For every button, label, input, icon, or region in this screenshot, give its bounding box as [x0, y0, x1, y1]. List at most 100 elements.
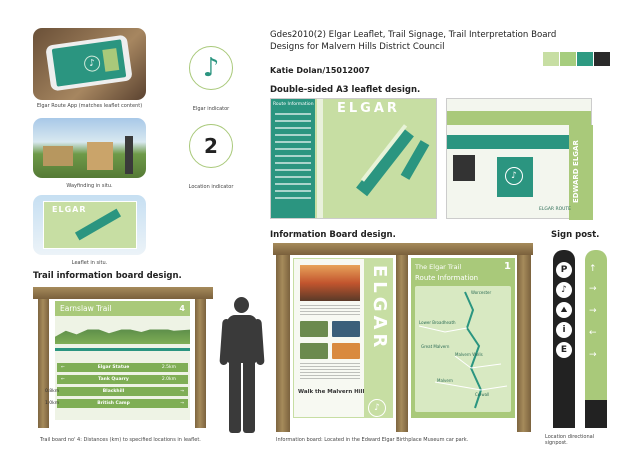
trail-row-label: Tank Quarry	[98, 377, 129, 382]
trail-board-panel: Earnslaw Trail 4 ← Elgar Statue 2.5km ← Tank…	[45, 301, 190, 420]
color-palette	[543, 52, 610, 66]
arrow-left-icon: ←	[589, 328, 597, 338]
arrow-right-icon-2: →	[589, 306, 597, 316]
swatch-green	[560, 52, 576, 66]
info-icon: i	[556, 322, 572, 338]
trail-board-number: 4	[179, 304, 185, 313]
thumb-4	[332, 343, 360, 359]
author: Katie Dolan/15012007	[270, 66, 370, 75]
leaflet-photo: ELGAR	[33, 195, 146, 255]
title-line-2: Designs for Malvern Hills District Counc…	[270, 42, 445, 52]
app-photo: ♪	[33, 28, 146, 100]
trail-board-top-beam	[33, 287, 213, 299]
page-title: Gdes2010(2) Elgar Leaflet, Trail Signage…	[270, 29, 615, 53]
person-silhouette	[219, 297, 265, 435]
trail-board-section-title: Trail information board design.	[33, 271, 182, 281]
map-place-label: Malvern	[437, 378, 453, 383]
info-board-right-panel: The Elgar Trail 1 Route Information Worc…	[411, 258, 515, 418]
trail-board-caption: Trail board no' 4: Distances (km) to spe…	[40, 437, 201, 443]
leaflet-photo-title: ELGAR	[52, 205, 87, 214]
trail-row: 0.8km Blackhill →	[45, 387, 188, 396]
thumb-1	[300, 321, 328, 337]
sign-post-caption-line-1: Location directional	[545, 434, 595, 440]
arrow-right-icon: →	[180, 389, 184, 394]
trail-board-right-post	[195, 299, 206, 428]
elgar-indicator-caption: Elgar indicator	[192, 106, 230, 112]
leaflet-front: Route Information ELGAR	[270, 98, 437, 219]
trail-row: ← Tank Quarry 2.0km	[57, 375, 188, 384]
trail-board-left-post	[38, 299, 49, 428]
wayfinding-photo	[33, 118, 146, 178]
walker-icon: ⛰	[556, 302, 572, 318]
music-note-sign-icon: ♪	[556, 282, 572, 298]
location-number: 2	[204, 134, 218, 158]
map-place-label: Worcester	[471, 290, 492, 295]
route-info-label: Route Information	[273, 102, 314, 107]
swatch-light-green	[543, 52, 559, 66]
leaflet-caption: Leaflet in situ.	[71, 260, 108, 266]
trail-row-prefix: 0.8km	[45, 389, 60, 394]
phone-mockup: ♪	[45, 34, 133, 92]
trail-row-distance: 2.5km	[161, 365, 176, 370]
info-board-left-music-icon: ♪	[368, 399, 386, 417]
info-board-middle-post	[396, 255, 408, 432]
swatch-teal	[577, 52, 593, 66]
leaflet-section-title: Double-sided A3 leaflet design.	[270, 85, 421, 95]
location-indicator: 2	[189, 124, 233, 168]
sign-post-section-title: Sign post.	[551, 230, 600, 240]
seat-icon: E	[556, 342, 572, 358]
music-note-icon: ♪	[202, 53, 220, 83]
map-place-label: Great Malvern	[421, 344, 450, 349]
map-place-label: Colwall	[475, 392, 490, 397]
info-board-vertical-title: ELGAR	[369, 265, 390, 352]
info-board-top-beam	[273, 243, 533, 255]
location-indicator-caption: Location indicator	[188, 184, 234, 190]
arrow-left-icon: ←	[61, 365, 65, 370]
info-board-section-title: Information Board design.	[270, 230, 396, 240]
trail-direction-rows: ← Elgar Statue 2.5km ← Tank Quarry 2.0km 0.8km…	[45, 363, 190, 408]
map-place-label: Lower Broadheath	[419, 320, 456, 325]
arrow-left-icon: ←	[61, 377, 65, 382]
trail-row-prefix: 1.0km	[45, 401, 60, 406]
info-board-right-post	[517, 255, 531, 432]
trail-board-name: Earnslaw Trail	[60, 304, 112, 313]
trail-row-label: Elgar Statue	[97, 365, 130, 370]
swatch-black	[594, 52, 610, 66]
trail-row-label: British Camp	[97, 401, 130, 406]
map-place-label: Malvern Wells	[455, 352, 483, 357]
sign-post-green-pole	[585, 250, 607, 428]
sign-post-caption: Location directional signpost.	[545, 434, 625, 446]
elgar-indicator: ♪	[189, 46, 233, 90]
elgar-trail-number: 1	[504, 261, 511, 272]
info-board-left-heading: Walk the Malvern Hills	[298, 389, 368, 395]
arrow-up-icon: ↑	[589, 264, 597, 274]
trail-row: ← Elgar Statue 2.5km	[57, 363, 188, 372]
hills-photo	[300, 265, 360, 301]
title-line-1: Gdes2010(2) Elgar Leaflet, Trail Signage…	[270, 30, 557, 40]
trail-row-distance: 2.0km	[161, 377, 176, 382]
route-map-svg	[418, 291, 508, 409]
leaflet-back: ♪ EDWARD ELGAR ELGAR ROUTE	[446, 98, 593, 220]
wayfinding-caption: Wayfinding in situ.	[66, 183, 113, 189]
app-caption: Elgar Route App (matches leaflet content…	[36, 103, 143, 109]
parking-icon: P	[556, 262, 572, 278]
arrow-right-icon-3: →	[589, 350, 597, 360]
sign-post-caption-line-2: signpost.	[545, 440, 568, 446]
thumb-2	[332, 321, 360, 337]
info-board-left-panel: Walk the Malvern Hills ELGAR ♪	[293, 258, 393, 418]
leaflet-cover-title: ELGAR	[337, 101, 400, 116]
phone-music-icon: ♪	[83, 54, 102, 73]
leaflet-back-music-icon: ♪	[505, 167, 523, 185]
arrow-right-icon-1: →	[589, 284, 597, 294]
leaflet-back-subtitle: ELGAR ROUTE	[539, 207, 572, 212]
thumb-3	[300, 343, 328, 359]
sign-post: P ♪ ⛰ i E ↑ → → ← →	[553, 250, 611, 428]
route-information-subtitle: Route Information	[415, 274, 479, 282]
info-board-left-post	[276, 255, 290, 432]
trail-row-label: Blackhill	[102, 389, 125, 394]
leaflet-back-vertical-title: EDWARD ELGAR	[572, 140, 580, 203]
trail-elevation-profile	[55, 327, 190, 344]
info-board-caption: Information board: Located in the Edward…	[276, 437, 469, 443]
